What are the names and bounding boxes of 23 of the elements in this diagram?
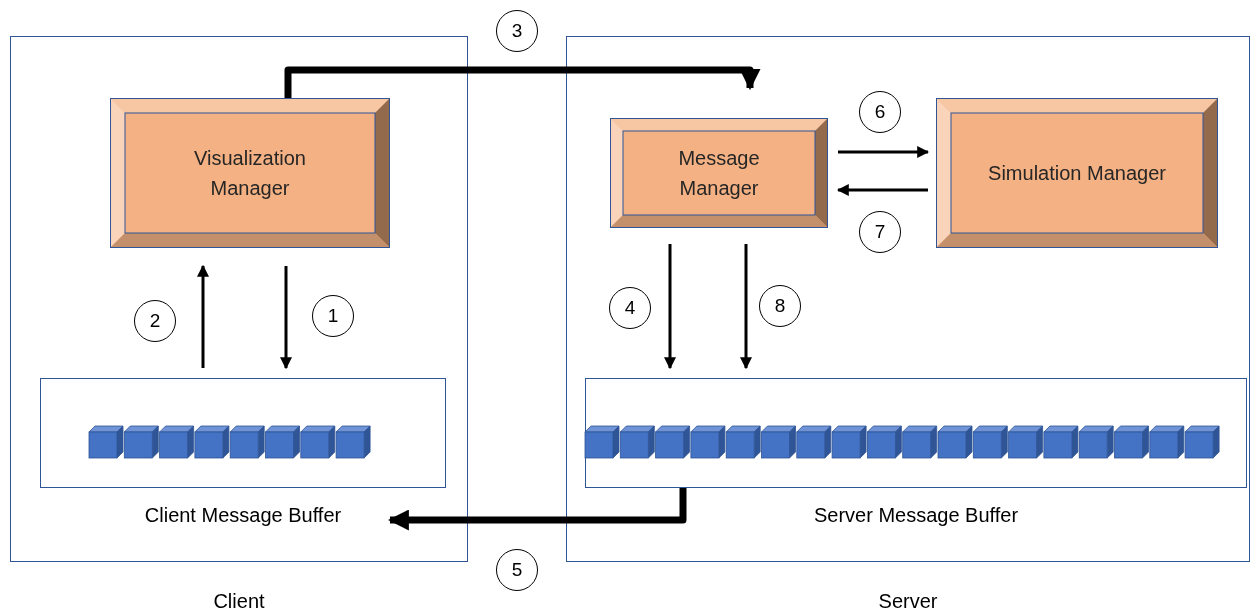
step-number: 3 bbox=[496, 10, 538, 52]
step-number: 2 bbox=[134, 300, 176, 342]
panel-heading: Server bbox=[878, 589, 938, 611]
arrow bbox=[740, 244, 752, 370]
arrow bbox=[280, 266, 292, 370]
arrow bbox=[838, 146, 930, 158]
buffer-caption: Client Message Buffer bbox=[144, 503, 342, 528]
panel-heading: Client bbox=[213, 589, 265, 611]
step-number: 6 bbox=[859, 91, 901, 133]
arrow bbox=[197, 264, 209, 368]
step-number: 4 bbox=[609, 287, 651, 329]
step-number: 5 bbox=[496, 549, 538, 591]
buffer-caption: Server Message Buffer bbox=[813, 503, 1019, 528]
arrow bbox=[387, 488, 687, 531]
arrow bbox=[664, 244, 676, 370]
step-number: 7 bbox=[859, 211, 901, 253]
beveled-box: Visualization Manager bbox=[110, 98, 390, 248]
arrow bbox=[284, 66, 761, 98]
step-number: 1 bbox=[312, 295, 354, 337]
beveled-box: Message Manager bbox=[610, 118, 828, 228]
beveled-box: Simulation Manager bbox=[936, 98, 1218, 248]
step-number: 8 bbox=[759, 285, 801, 327]
arrow bbox=[836, 184, 928, 196]
